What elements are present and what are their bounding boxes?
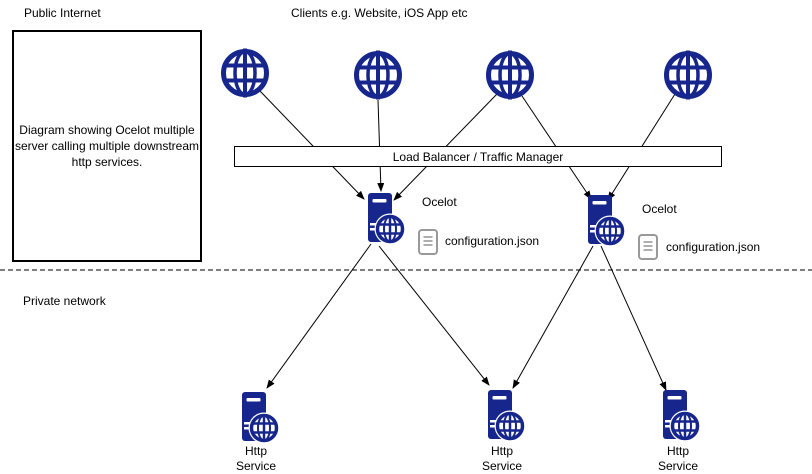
connector-client1-to-ocelot1 bbox=[259, 90, 365, 200]
http-service-label-3-line2: Service bbox=[657, 459, 698, 473]
http-service-label-3: Http Service bbox=[636, 444, 720, 474]
http-service-label-3-line1: Http bbox=[666, 444, 689, 458]
http-service-label-2-line1: Http bbox=[490, 444, 513, 458]
http-service-server-icon-3 bbox=[661, 388, 703, 444]
http-service-label-1: Http Service bbox=[214, 444, 298, 474]
config-file-icon-1 bbox=[418, 229, 438, 255]
load-balancer-label: Load Balancer / Traffic Manager bbox=[392, 149, 564, 164]
description-line-2: server calling multiple downstream bbox=[14, 139, 200, 153]
config-file-label-1: configuration.json bbox=[445, 234, 540, 248]
description-line-3: http services. bbox=[71, 155, 143, 169]
connector-ocelot1-to-service1 bbox=[266, 243, 372, 389]
ocelot-server-icon-2 bbox=[586, 193, 628, 249]
ocelot-server-icon-1 bbox=[366, 191, 408, 247]
config-file-label-2: configuration.json bbox=[666, 240, 761, 254]
public-internet-label: Public Internet bbox=[24, 6, 101, 20]
clients-label: Clients e.g. Website, iOS App etc bbox=[291, 6, 468, 20]
http-service-label-2-line2: Service bbox=[481, 459, 522, 473]
load-balancer-box: Load Balancer / Traffic Manager bbox=[234, 146, 722, 167]
http-service-label-1-line1: Http bbox=[244, 444, 267, 458]
ocelot-label-2: Ocelot bbox=[642, 202, 677, 216]
description-line-1: Diagram showing Ocelot multiple bbox=[19, 123, 195, 137]
client-globe-icon-3 bbox=[489, 51, 532, 100]
client-globe-icon-1 bbox=[224, 49, 267, 98]
connector-ocelot1-to-service2 bbox=[378, 245, 490, 386]
connector-client2-to-ocelot1 bbox=[377, 99, 385, 192]
http-service-label-2: Http Service bbox=[460, 444, 544, 474]
http-service-server-icon-2 bbox=[486, 388, 528, 444]
private-network-label: Private network bbox=[23, 294, 106, 308]
config-file-icon-2 bbox=[638, 234, 658, 260]
client-globe-icon-2 bbox=[357, 51, 400, 100]
ocelot-label-1: Ocelot bbox=[422, 195, 457, 209]
http-service-label-1-line2: Service bbox=[235, 459, 276, 473]
description-box: Diagram showing Ocelot multiple server c… bbox=[12, 30, 202, 262]
client-globe-icon-4 bbox=[667, 51, 710, 100]
http-service-server-icon-1 bbox=[240, 390, 282, 446]
